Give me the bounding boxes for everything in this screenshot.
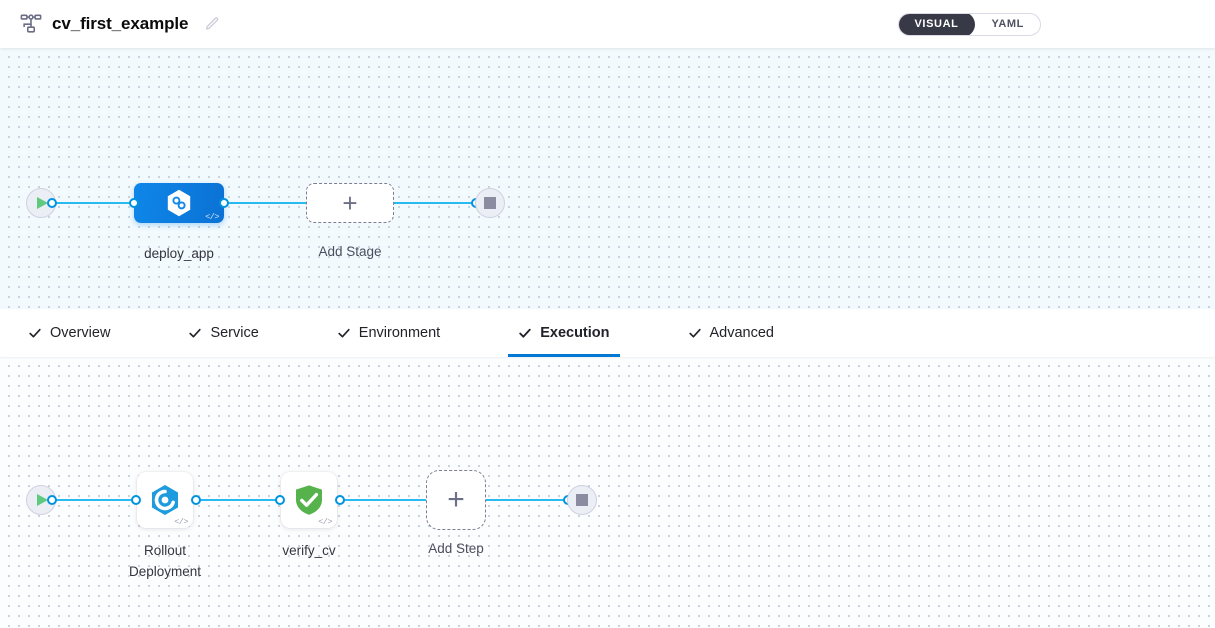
page-title: cv_first_example	[52, 14, 189, 33]
stage-connector-start	[52, 202, 140, 204]
step-connector-start	[52, 499, 140, 501]
tab-label: Advanced	[709, 324, 775, 341]
stage-start-node[interactable]	[26, 188, 56, 218]
execution-steps-canvas[interactable]: </> Rollout Deployment </> verify_cv	[0, 357, 1215, 628]
stage-node-label: deploy_app	[144, 246, 214, 261]
step-start-port[interactable]	[47, 495, 57, 505]
code-badge-icon: </>	[318, 516, 332, 527]
tab-label: Overview	[50, 324, 111, 341]
tab-execution[interactable]: Execution	[508, 311, 620, 357]
step-node-rollout-deployment[interactable]: </>	[137, 472, 193, 528]
code-badge-icon: </>	[174, 516, 188, 527]
stop-icon	[484, 197, 496, 209]
stage-start-port[interactable]	[47, 198, 57, 208]
stage-node-body[interactable]: </>	[134, 183, 224, 223]
check-icon	[688, 328, 701, 338]
step-node-verify-cv[interactable]: </>	[281, 472, 337, 528]
step-connector-1	[196, 499, 286, 501]
step-verify-label: verify_cv	[282, 543, 336, 558]
stage-graph-canvas[interactable]: </> deploy_app + Add Stage	[0, 48, 1215, 309]
add-step-box[interactable]: +	[426, 470, 486, 530]
green-shield-check-icon	[292, 483, 326, 517]
tab-environment[interactable]: Environment	[327, 311, 450, 357]
code-badge-icon: </>	[205, 211, 219, 222]
step-rollout-port-in[interactable]	[131, 495, 141, 505]
harness-hexagon-icon	[166, 189, 192, 217]
end-circle	[475, 188, 505, 218]
header-left-group: cv_first_example	[0, 13, 220, 35]
pipeline-flow-icon	[20, 13, 42, 35]
check-icon	[519, 328, 531, 338]
stage-end-node[interactable]	[475, 188, 505, 218]
add-step-label: Add Step	[428, 541, 484, 556]
stage-node-deploy-app[interactable]: </>	[134, 183, 224, 223]
stage-node-port-in[interactable]	[129, 198, 139, 208]
step-connector-2	[340, 499, 426, 501]
stage-connector-mid	[222, 202, 312, 204]
start-circle	[26, 188, 56, 218]
stage-node-port-out[interactable]	[219, 198, 229, 208]
mode-option-yaml[interactable]: YAML	[991, 18, 1024, 30]
step-card-body[interactable]: </>	[281, 472, 337, 528]
check-icon	[189, 328, 202, 338]
app-header: cv_first_example VISUAL YAML	[0, 0, 1215, 48]
plus-icon: +	[342, 188, 358, 218]
stage-config-tabs: Overview Service Environment Execution A…	[0, 309, 1215, 357]
check-icon	[338, 328, 350, 338]
tab-overview[interactable]: Overview	[18, 311, 120, 357]
tab-label: Execution	[540, 324, 610, 341]
add-stage-button[interactable]: +	[306, 183, 394, 223]
plus-icon: +	[447, 483, 465, 516]
step-rollout-label: Rollout Deployment	[128, 543, 202, 579]
stage-connector-end	[392, 202, 486, 204]
stop-icon	[576, 494, 588, 506]
tab-advanced[interactable]: Advanced	[678, 311, 785, 357]
check-icon	[29, 328, 41, 338]
end-circle	[567, 485, 597, 515]
step-verify-port-out[interactable]	[335, 495, 345, 505]
step-card-body[interactable]: </>	[137, 472, 193, 528]
play-icon	[37, 494, 48, 506]
header-right-group: VISUAL YAML	[897, 12, 1215, 36]
mode-option-visual[interactable]: VISUAL	[898, 13, 976, 35]
add-stage-label: Add Stage	[318, 244, 382, 259]
kubernetes-rollout-icon	[148, 483, 182, 517]
tab-service[interactable]: Service	[178, 311, 268, 357]
step-connector-end	[486, 499, 578, 501]
step-verify-port-in[interactable]	[275, 495, 285, 505]
tab-label: Environment	[358, 324, 441, 341]
play-icon	[37, 197, 48, 209]
edit-pencil-icon[interactable]	[198, 16, 220, 32]
step-end-node[interactable]	[567, 485, 597, 515]
view-mode-toggle[interactable]: VISUAL YAML	[897, 12, 1041, 36]
add-stage-box[interactable]: +	[306, 183, 394, 223]
add-step-button[interactable]: +	[426, 470, 486, 530]
step-rollout-port-out[interactable]	[191, 495, 201, 505]
tab-label: Service	[210, 324, 259, 341]
